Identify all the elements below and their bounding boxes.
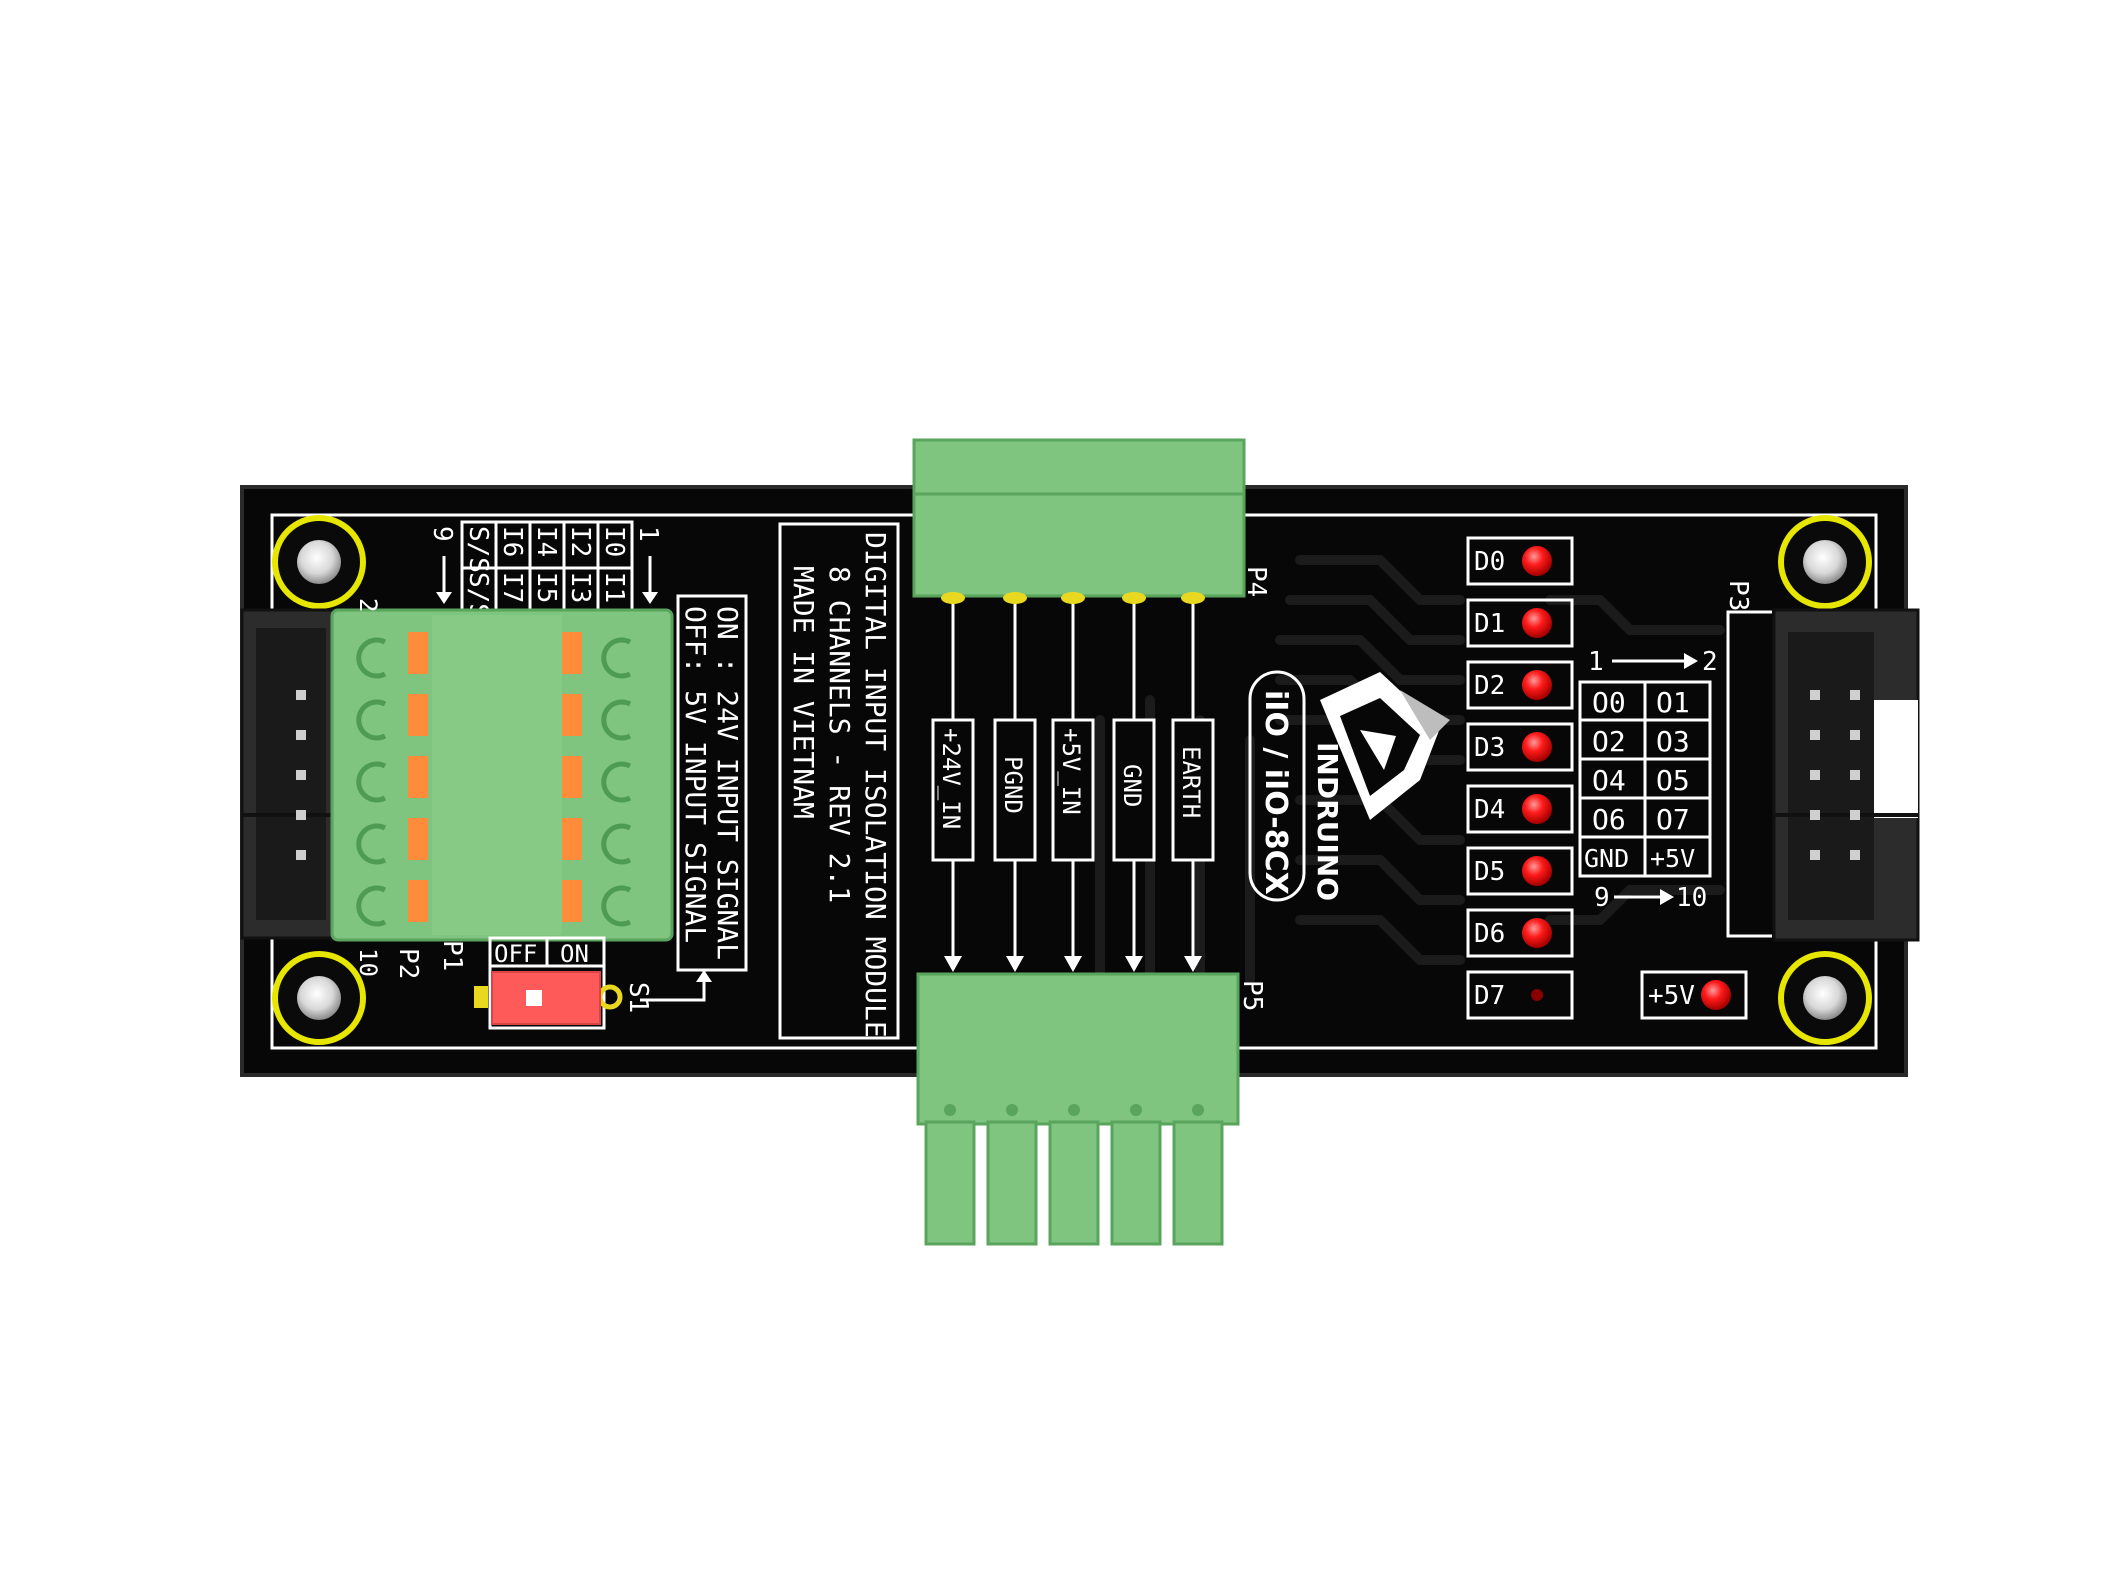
led-power [1701, 980, 1731, 1010]
input-table-cell: I6 [497, 526, 527, 557]
led-label-d7: D7 [1474, 981, 1505, 1011]
mode-switch-s1[interactable] [474, 936, 623, 1030]
switch-legend-off: OFF: 5V INPUT SIGNAL [679, 606, 712, 943]
power-pin-label: +24V_IN [937, 728, 965, 829]
power-pin-label: EARTH [1177, 746, 1205, 818]
output-table-cell: GND [1584, 844, 1629, 873]
board-title-line-2: 8 CHANNELS - REV 2.1 [823, 566, 856, 903]
power-pin-label: GND [1118, 764, 1146, 807]
input-table-cell: I0 [599, 526, 629, 557]
led-label-d5: D5 [1474, 857, 1505, 887]
output-table-cell: O4 [1592, 764, 1626, 797]
output-table-bottom-left: 9 [1594, 883, 1610, 913]
input-pin-label-1: 1 [633, 526, 663, 542]
input-table-cell: I5 [531, 572, 561, 603]
power-pin-labels: +24V_IN PGND +5V_IN GND EARTH [931, 602, 1215, 972]
led-d4 [1522, 794, 1552, 824]
led-d3 [1522, 732, 1552, 762]
power-pin-label: PGND [999, 756, 1027, 814]
led-d7 [1531, 989, 1543, 1001]
input-table-cell: I4 [531, 526, 561, 557]
output-table-cell: O3 [1656, 725, 1690, 758]
brand-name: INDRUINO [1311, 742, 1344, 901]
input-terminal-p2 [330, 608, 674, 942]
input-table-cell: I2 [565, 526, 595, 557]
mounting-hole-bottom-right [1778, 951, 1872, 1045]
mounting-hole-top-left [272, 515, 366, 609]
led-label-d0: D0 [1474, 547, 1505, 577]
led-label-d2: D2 [1474, 671, 1505, 701]
title-box: DIGITAL INPUT ISOLATION MODULE 8 CHANNEL… [778, 522, 900, 1040]
power-led: +5V [1640, 970, 1748, 1020]
switch-legend-on: ON : 24V INPUT SIGNAL [711, 606, 744, 960]
power-pin-label: +5V_IN [1057, 728, 1085, 815]
input-pin-label-2: 2 [354, 598, 382, 612]
input-table-cell: I7 [497, 572, 527, 603]
ref-s1: S1 [623, 982, 653, 1013]
input-table-cell: I3 [565, 572, 595, 603]
model-text: iIO / iIO-8CX [1258, 690, 1293, 895]
output-table-cell: O1 [1656, 686, 1690, 719]
output-header-p3 [1726, 608, 1920, 942]
board-title-line-3: MADE IN VIETNAM [787, 566, 820, 819]
input-header-p1 [240, 608, 336, 940]
output-table-cell: +5V [1650, 844, 1695, 873]
output-table-top-right: 2 [1702, 647, 1718, 677]
ref-p5: P5 [1237, 980, 1267, 1011]
mounting-hole-bottom-left [272, 951, 366, 1045]
switch-on-label: ON [560, 940, 589, 968]
input-table-cell: I1 [599, 572, 629, 603]
power-terminal-p5 [916, 972, 1240, 1246]
power-terminal-p4 [912, 438, 1246, 604]
led-column: D0 D1 D2 D3 D4 D5 D6 D7 [1466, 536, 1574, 1020]
mounting-hole-top-right [1778, 515, 1872, 609]
led-label-d6: D6 [1474, 919, 1505, 949]
output-pin-table: 1 2 O0 O1 O2 O3 O4 O5 O6 O7 GND +5V 9 10 [1578, 647, 1718, 913]
ref-p3: P3 [1723, 580, 1753, 611]
ref-p4: P4 [1241, 566, 1271, 597]
led-d2 [1522, 670, 1552, 700]
board-title-line-1: DIGITAL INPUT ISOLATION MODULE [859, 532, 892, 1038]
led-d5 [1522, 856, 1552, 886]
output-table-cell: O7 [1656, 803, 1690, 836]
power-led-label: +5V [1648, 981, 1695, 1011]
model-label: iIO / iIO-8CX [1248, 670, 1306, 902]
output-table-cell: O6 [1592, 803, 1626, 836]
led-label-d4: D4 [1474, 795, 1505, 825]
input-table-cell: S/S [463, 526, 493, 573]
output-table-cell: O0 [1592, 686, 1626, 719]
ref-p1: P1 [437, 940, 467, 971]
output-table-cell: O2 [1592, 725, 1626, 758]
led-label-d3: D3 [1474, 733, 1505, 763]
input-pin-label-10: 10 [354, 948, 382, 977]
switch-off-label: OFF [494, 940, 537, 968]
input-pin-label-9: 9 [427, 526, 457, 542]
switch-knob[interactable] [526, 990, 542, 1006]
output-table-bottom-right: 10 [1676, 883, 1707, 913]
output-table-cell: O5 [1656, 764, 1690, 797]
led-d6 [1522, 918, 1552, 948]
brand-logo [1320, 672, 1450, 820]
input-pin-table: S/S I6 I4 I2 I0 S/S I7 I5 I3 I1 1 9 [427, 520, 663, 619]
switch-legend: ON : 24V INPUT SIGNAL OFF: 5V INPUT SIGN… [640, 594, 748, 1002]
led-label-d1: D1 [1474, 609, 1505, 639]
led-d0 [1522, 546, 1552, 576]
led-d1 [1522, 608, 1552, 638]
output-table-top-left: 1 [1588, 647, 1604, 677]
ref-p2: P2 [393, 948, 423, 979]
